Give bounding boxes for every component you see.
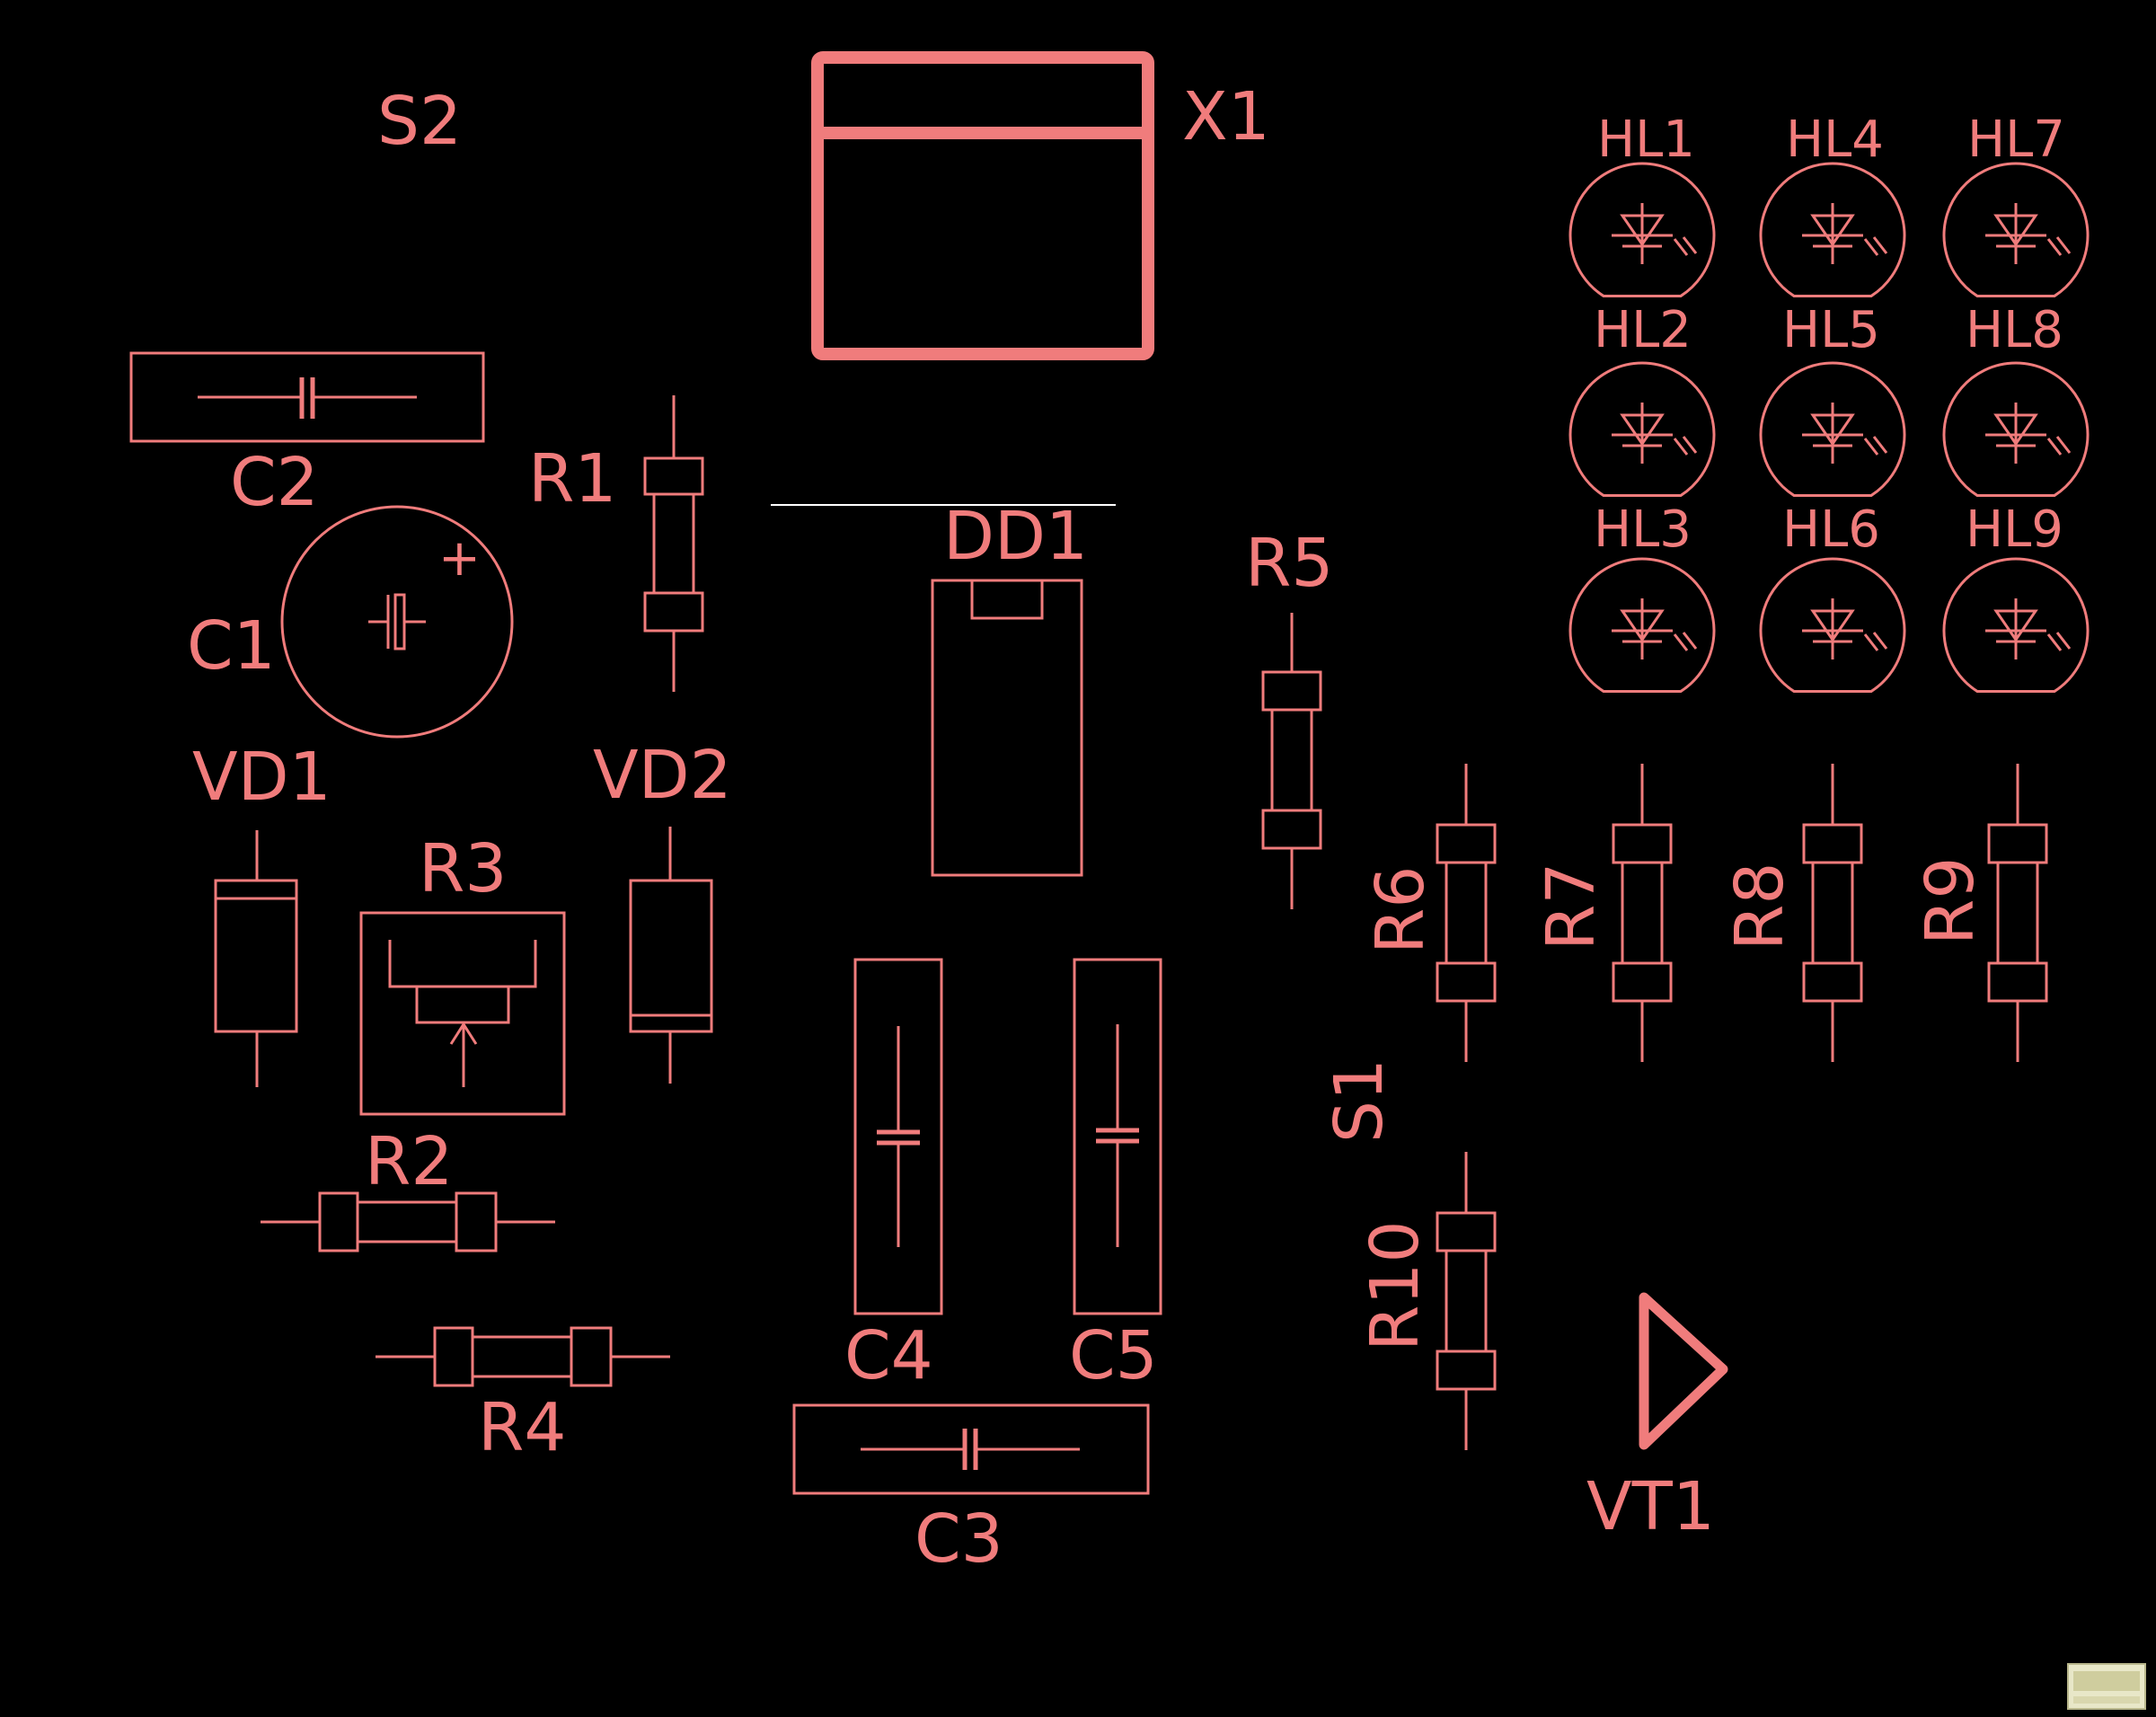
r9-resistor: [1987, 764, 2048, 1062]
hl5-led: [1759, 361, 1906, 498]
r9-label: R9: [1912, 857, 1989, 946]
r6-label: R6: [1362, 866, 1439, 955]
c1-plus-mark: +: [438, 529, 481, 588]
vd2-diode: [629, 827, 713, 1084]
hl2-label: HL2: [1594, 301, 1692, 359]
dd1-ic: [931, 579, 1083, 877]
c5-label: C5: [1069, 1317, 1158, 1394]
r5-label: R5: [1245, 525, 1334, 602]
r10-label: R10: [1356, 1220, 1434, 1351]
vd1-label: VD1: [192, 739, 331, 816]
r8-resistor: [1802, 764, 1863, 1062]
r8-label: R8: [1721, 863, 1798, 951]
r3-label: R3: [419, 830, 508, 907]
r10-resistor: [1436, 1152, 1497, 1450]
hl2-led: [1568, 361, 1716, 498]
r3-trimmer-resistor: [359, 911, 566, 1116]
hl6-led: [1759, 557, 1906, 694]
hl1-led: [1568, 162, 1716, 298]
hl5-label: HL5: [1782, 301, 1880, 359]
r5-resistor: [1261, 613, 1322, 909]
hl9-led: [1942, 557, 2090, 694]
c3-label: C3: [915, 1500, 1003, 1578]
x1-label: X1: [1182, 78, 1270, 155]
hl8-label: HL8: [1966, 301, 2063, 359]
hl3-label: HL3: [1594, 500, 1692, 559]
r4-label: R4: [478, 1389, 567, 1466]
hl9-label: HL9: [1966, 500, 2063, 559]
dd1-label: DD1: [943, 498, 1088, 575]
c1-label: C1: [187, 607, 276, 685]
c5-capacitor: [1073, 958, 1162, 1315]
hl4-label: HL4: [1786, 111, 1884, 169]
hl8-led: [1942, 361, 2090, 498]
r2-label: R2: [365, 1123, 454, 1200]
s1-label: S1: [1321, 1058, 1398, 1143]
c4-capacitor: [853, 958, 943, 1315]
c2-label: C2: [230, 444, 319, 521]
hl1-label: HL1: [1597, 111, 1695, 169]
hl6-label: HL6: [1782, 500, 1880, 559]
led-array: HL1 HL4 HL7 HL2 HL5 HL8 HL3 HL6 HL9: [1568, 111, 2090, 694]
vd1-diode: [214, 830, 298, 1087]
c1-electrolytic-capacitor: [280, 505, 514, 739]
hl7-label: HL7: [1967, 111, 2065, 169]
c3-capacitor: [792, 1403, 1150, 1495]
hl4-led: [1759, 162, 1906, 298]
vt1-label: VT1: [1586, 1468, 1715, 1545]
hl7-led: [1942, 162, 2090, 298]
r4-resistor: [376, 1326, 670, 1387]
r2-resistor: [261, 1191, 555, 1252]
c4-label: C4: [844, 1317, 933, 1394]
r1-resistor: [643, 395, 704, 692]
r7-resistor: [1612, 764, 1673, 1062]
r7-label: R7: [1533, 863, 1610, 951]
vt1-transistor: [1639, 1292, 1728, 1450]
watermark-logo: [2067, 1663, 2146, 1710]
r6-resistor: [1436, 764, 1497, 1062]
hl3-led: [1568, 557, 1716, 694]
vd2-label: VD2: [593, 737, 732, 814]
x1-connector: [811, 51, 1154, 360]
c2-capacitor: [129, 351, 485, 443]
s2-label: S2: [377, 83, 462, 160]
r1-label: R1: [528, 440, 617, 518]
